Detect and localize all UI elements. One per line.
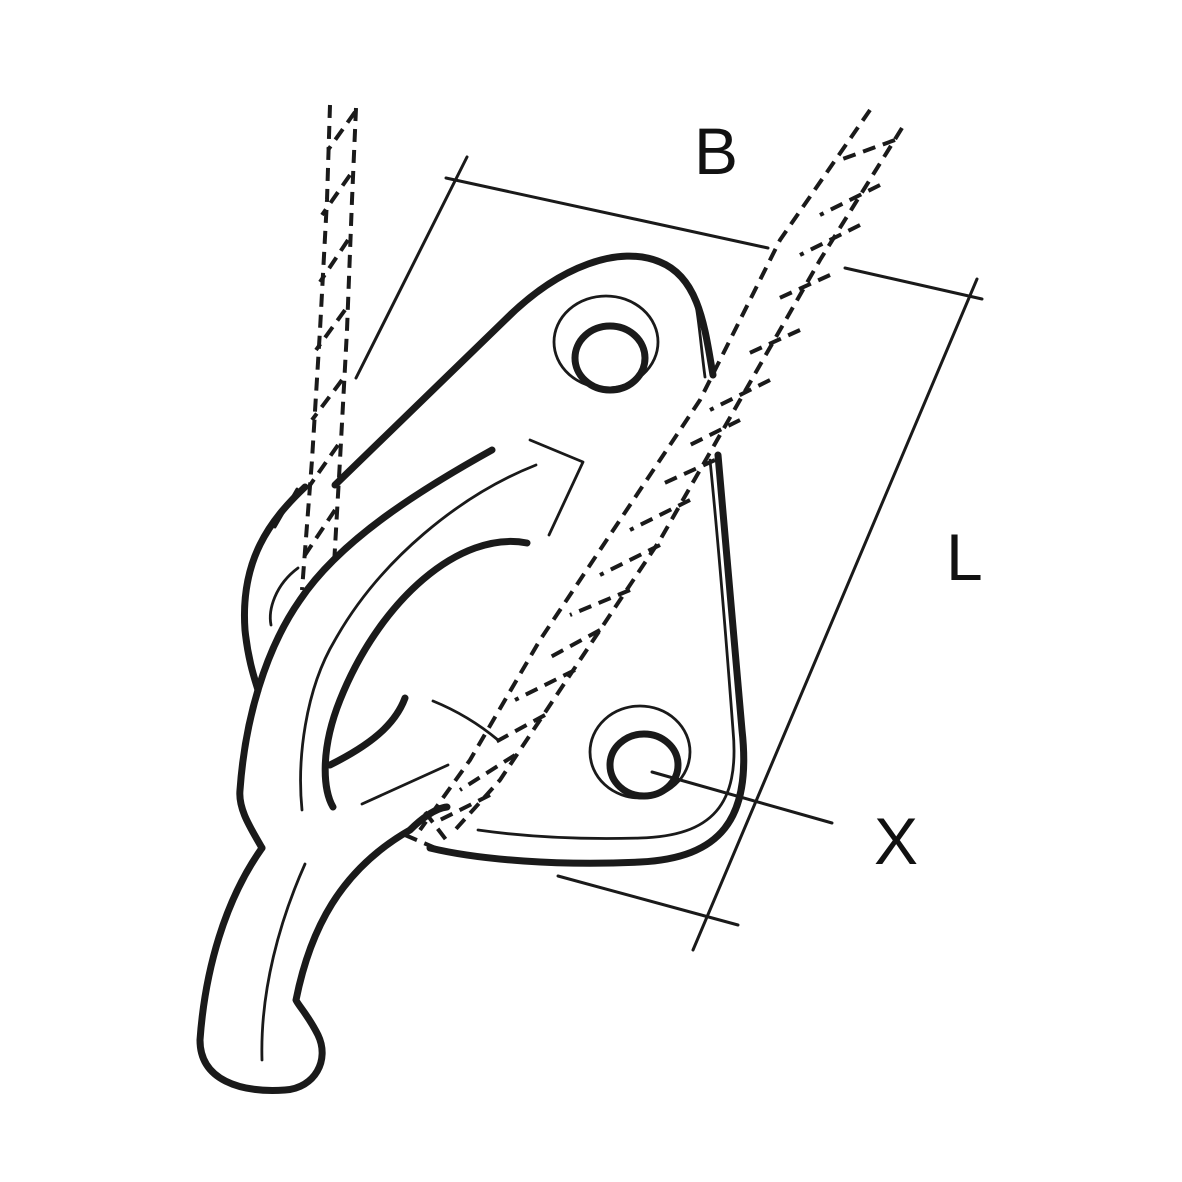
dimension-label-l: L <box>946 520 983 594</box>
hook-arm <box>196 438 585 1094</box>
mounting-plate <box>331 252 748 867</box>
dimension-label-x: X <box>874 804 919 878</box>
dimension-l-lines <box>556 277 979 952</box>
upper-screw-hole <box>552 294 660 394</box>
lower-screw-hole <box>588 704 692 800</box>
right-rope-dashed <box>404 108 904 852</box>
dimension-label-b: B <box>694 114 739 188</box>
left-rope-dashed <box>300 104 358 591</box>
dimension-b-lines <box>354 155 984 380</box>
